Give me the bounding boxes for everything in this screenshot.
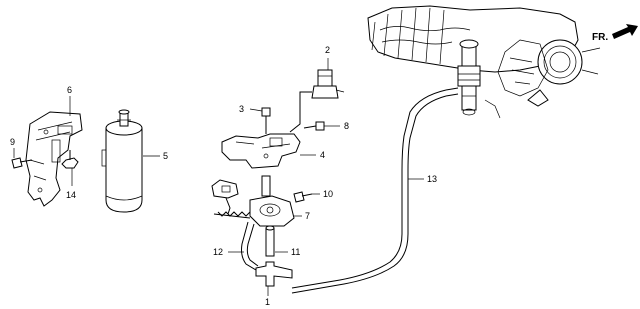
callout-3: 3 [239,104,244,114]
leader-lines [13,58,424,296]
callout-2: 2 [325,45,330,55]
charcoal-canister-5 [101,109,143,213]
bracket-4 [221,133,301,169]
callout-14: 14 [66,190,76,200]
vacuum-hose-13 [291,89,447,294]
hose-11 [265,225,275,257]
nut-14 [61,150,79,169]
bracket-6 [25,111,83,207]
callout-13: 13 [427,174,437,184]
direction-label: FR. [592,32,608,43]
forward-arrow-icon [612,24,638,39]
callout-labels: 1 2 3 4 5 6 7 8 9 10 11 12 13 14 [10,45,437,307]
callout-11: 11 [291,247,300,257]
bolt-9 [11,157,33,169]
direction-indicator: FR. [592,24,638,43]
callout-4: 4 [320,150,325,160]
bolt-8 [303,121,325,131]
callout-1: 1 [265,297,270,307]
valve-assembly-7 [211,175,313,227]
callout-9: 9 [10,137,15,147]
hose-12 [241,221,259,271]
callout-7: 7 [305,211,310,221]
callout-8: 8 [344,121,349,131]
callout-6: 6 [67,85,72,95]
screw-3 [261,107,271,134]
intake-manifold [367,5,601,119]
callout-5: 5 [163,151,168,161]
tee-joint-1 [255,261,293,287]
purge-solenoid-2 [289,69,345,133]
callout-12: 12 [213,247,223,257]
callout-10: 10 [323,189,333,199]
